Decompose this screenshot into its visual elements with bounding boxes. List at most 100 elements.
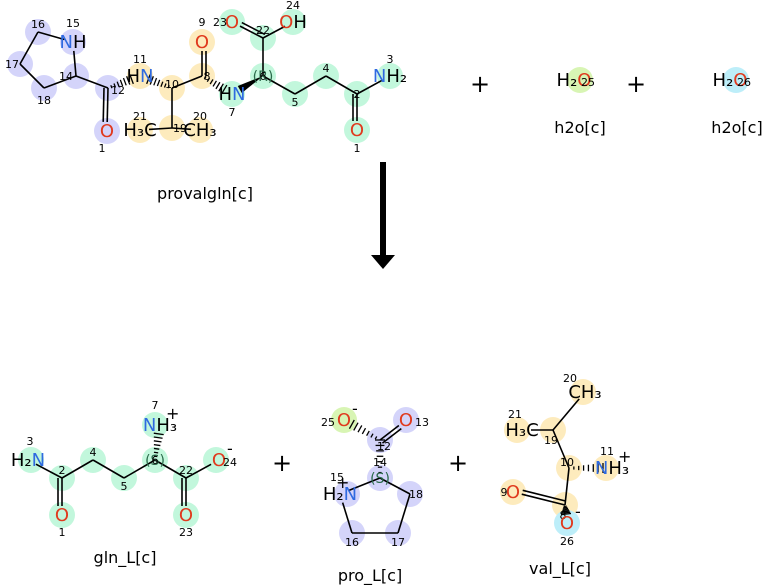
atom-number: 20 bbox=[193, 110, 207, 123]
atom-number: 10 bbox=[165, 78, 179, 91]
bond bbox=[294, 75, 327, 95]
molecule-name-val-l: val_L[c] bbox=[529, 559, 591, 578]
atom-label: HN bbox=[126, 66, 153, 87]
atom-number: 7 bbox=[152, 399, 159, 412]
atom-number: 17 bbox=[5, 58, 19, 71]
bond bbox=[552, 398, 580, 431]
atom-number: 26 bbox=[560, 535, 574, 548]
atom-number: 4 bbox=[323, 62, 330, 75]
reaction-arrow bbox=[371, 162, 395, 269]
double-bond-line bbox=[522, 489, 567, 502]
double-bond-line bbox=[241, 21, 266, 36]
atom-highlight-21 bbox=[127, 117, 153, 143]
bond bbox=[106, 87, 109, 123]
plus-sign: + bbox=[469, 70, 491, 98]
bond bbox=[185, 463, 212, 479]
atom-number: 26 bbox=[737, 76, 751, 89]
atom-highlight-21 bbox=[504, 417, 530, 443]
bond bbox=[171, 127, 192, 131]
bond bbox=[564, 467, 570, 506]
bond bbox=[37, 31, 65, 41]
bond bbox=[72, 50, 77, 77]
atom-number: 10 bbox=[560, 456, 574, 469]
hashed-bond bbox=[153, 432, 164, 458]
bond bbox=[348, 477, 381, 492]
atom-number: 24 bbox=[223, 456, 237, 469]
atom-number: 16 bbox=[31, 18, 45, 31]
atom-label: (R) bbox=[253, 69, 274, 85]
charge-label: + bbox=[618, 447, 631, 466]
atom-label: NH bbox=[59, 32, 86, 53]
atom-label: O bbox=[506, 482, 520, 503]
atom-label: O bbox=[560, 513, 574, 534]
atom-number: 22 bbox=[256, 24, 270, 37]
hashed-bond bbox=[375, 439, 385, 474]
atom-label: H₂O bbox=[557, 70, 592, 91]
atom-label: NH₃ bbox=[143, 415, 177, 436]
charge-label: - bbox=[227, 439, 233, 458]
atom-highlight-15 bbox=[334, 481, 360, 507]
atom-number: 21 bbox=[508, 408, 522, 421]
hashed-bond bbox=[348, 419, 378, 440]
bond bbox=[19, 31, 39, 65]
atom-number: 3 bbox=[387, 53, 394, 66]
bond bbox=[397, 493, 411, 534]
atom-number: 1 bbox=[99, 142, 106, 155]
hashed-bond bbox=[203, 76, 228, 94]
atom-number: 23 bbox=[179, 526, 193, 539]
atom-number: 1 bbox=[354, 142, 361, 155]
atom-number: 20 bbox=[563, 372, 577, 385]
atom-labels: NH151617181412O1HN111019H₃C21CH₃208O9HN7… bbox=[5, 0, 751, 549]
atom-label: CH₃ bbox=[568, 382, 601, 403]
atom-label: HN bbox=[218, 84, 245, 105]
atom-label: O bbox=[212, 450, 226, 471]
atom-label: O bbox=[179, 505, 193, 526]
bond bbox=[148, 127, 173, 131]
bond bbox=[35, 463, 63, 479]
bond bbox=[239, 25, 264, 39]
charge-label: + bbox=[336, 473, 349, 492]
bond bbox=[325, 75, 358, 95]
atom-label: O bbox=[100, 121, 114, 142]
atom-highlight-1 bbox=[49, 502, 75, 528]
atom-number: 21 bbox=[133, 110, 147, 123]
atom-label: NH₃ bbox=[595, 458, 629, 479]
atom-number: 15 bbox=[66, 17, 80, 30]
atom-number: 23 bbox=[213, 16, 227, 29]
atom-number: 3 bbox=[27, 435, 34, 448]
atom-number: 7 bbox=[229, 106, 236, 119]
atom-label: H₂N bbox=[323, 484, 357, 505]
hashed-bond bbox=[110, 74, 134, 89]
molecule-name-h2o-1: h2o[c] bbox=[554, 118, 606, 137]
atom-number: 14 bbox=[59, 70, 73, 83]
atom-highlight-26 bbox=[723, 67, 749, 93]
bond bbox=[19, 63, 45, 89]
charge-label: - bbox=[575, 502, 581, 521]
atom-number: 15 bbox=[330, 471, 344, 484]
atom-number: 24 bbox=[286, 0, 300, 12]
molecule-name-gln-l: gln_L[c] bbox=[93, 548, 157, 567]
atom-highlight-20 bbox=[570, 379, 596, 405]
atom-highlight-11 bbox=[593, 455, 619, 481]
bond bbox=[552, 429, 570, 469]
atom-label: H₃C bbox=[123, 120, 156, 141]
atom-label: NH₂ bbox=[373, 66, 407, 87]
atom-highlight-24 bbox=[203, 447, 229, 473]
plus-sign: + bbox=[625, 70, 647, 98]
bond bbox=[262, 75, 296, 95]
atom-number: 4 bbox=[90, 446, 97, 459]
hashed-bond bbox=[146, 74, 170, 89]
atom-number: 8 bbox=[204, 70, 211, 83]
bond bbox=[75, 75, 109, 89]
plus-sign: + bbox=[447, 449, 469, 477]
atom-highlight-1 bbox=[344, 117, 370, 143]
bond bbox=[341, 502, 353, 534]
bond bbox=[61, 459, 94, 479]
molecule-name-h2o-2: h2o[c] bbox=[711, 118, 763, 137]
bond bbox=[154, 459, 187, 479]
atom-number: 1 bbox=[59, 526, 66, 539]
atom-highlight-23 bbox=[173, 502, 199, 528]
atom-label: O bbox=[195, 32, 209, 53]
atom-highlight-23 bbox=[219, 9, 245, 35]
